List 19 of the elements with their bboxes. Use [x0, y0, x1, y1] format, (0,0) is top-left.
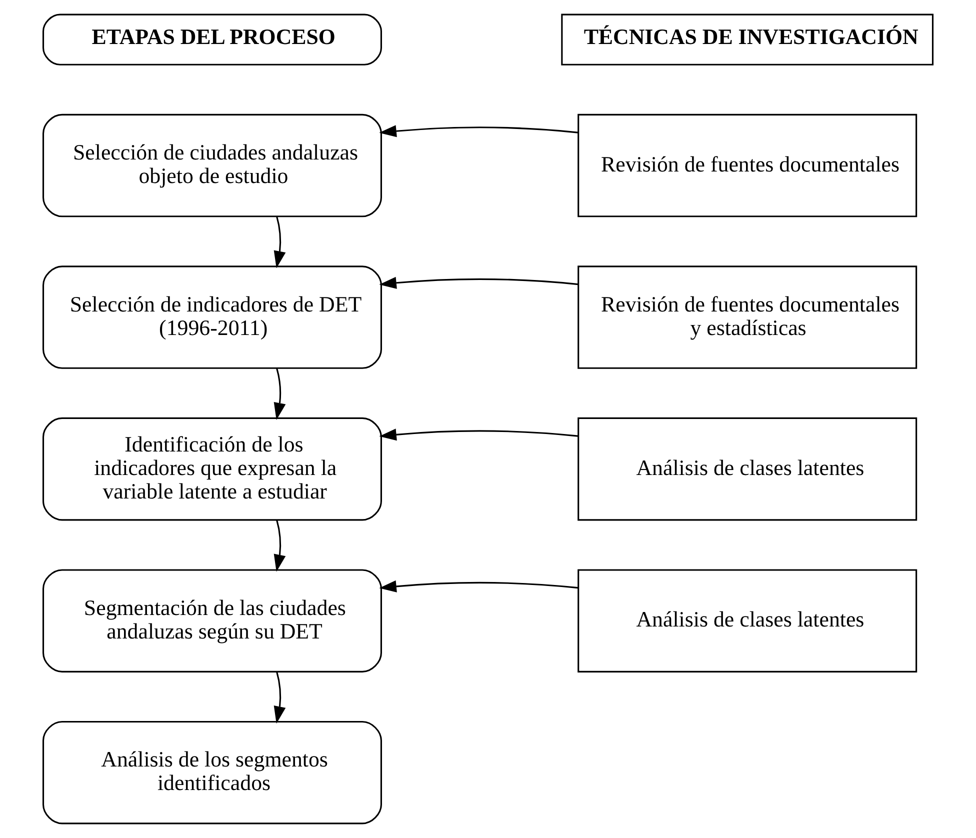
node-box: TÉCNICAS DE INVESTIGACIÓN	[561, 14, 934, 66]
node-box: Revisión de fuentes documentales y estadísticas	[578, 266, 918, 369]
arrow	[274, 672, 286, 724]
arrow	[379, 428, 578, 441]
node-box: Identificación de los indicadores que expresan la variable latente a estudiar	[42, 417, 382, 521]
node-box: Selección de ciudades andaluzas objeto de estudio	[42, 114, 382, 218]
node-box: Análisis de clases latentes	[578, 417, 918, 521]
node-box: Selección de indicadores de DET (1996-2011)	[42, 266, 382, 369]
arrow	[379, 125, 578, 138]
node-box: Análisis de clases latentes	[578, 569, 918, 672]
arrow	[274, 520, 286, 572]
arrow	[379, 276, 578, 289]
node-box: Segmentación de las ciudades andaluzas según su DET	[42, 569, 382, 672]
arrow	[379, 580, 578, 592]
node-box: Análisis de los segmentos identificados	[42, 720, 382, 824]
node-box: Revisión de fuentes documentales	[578, 114, 918, 218]
arrow	[274, 368, 286, 420]
node-box: ETAPAS DEL PROCESO	[42, 14, 382, 66]
arrow	[274, 216, 286, 268]
